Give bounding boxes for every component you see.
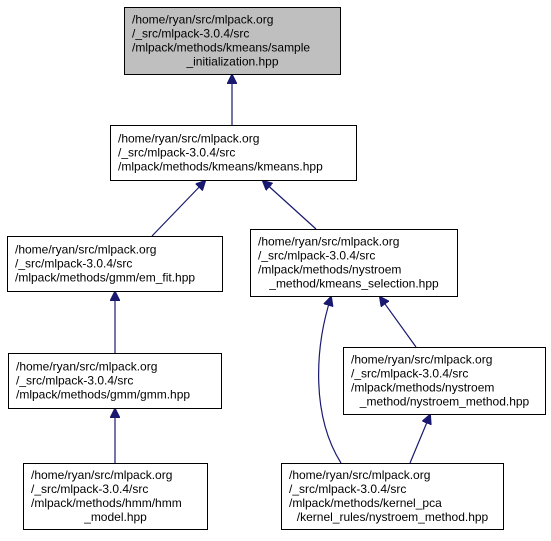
edge-kernel_rules_nystroem-to-nystroem_method [409,415,430,464]
node-em-fit[interactable]: /home/ryan/src/mlpack.org/_src/mlpack-3.… [7,236,223,292]
node-kmeans[interactable]: /home/ryan/src/mlpack.org/_src/mlpack-3.… [110,125,357,181]
node-label-line: /_src/mlpack-3.0.4/src [31,482,148,496]
node-label-line: /home/ryan/src/mlpack.org [16,360,157,374]
node-hmm-model[interactable]: /home/ryan/src/mlpack.org/_src/mlpack-3.… [23,463,208,530]
node-label-line: /mlpack/methods/kernel_pca [289,496,442,510]
node-sample-initialization: /home/ryan/src/mlpack.org/_src/mlpack-3.… [124,7,341,75]
node-label-line: /mlpack/methods/kmeans/kmeans.hpp [118,160,323,174]
node-label-line: /mlpack/methods/kmeans/sample [132,41,310,55]
node-label-line: /mlpack/methods/gmm/em_fit.hpp [15,271,195,285]
node-box [281,463,504,530]
node-box [8,353,222,409]
node-label-line: /home/ryan/src/mlpack.org [118,132,259,146]
node-box [23,463,208,530]
node-box [110,125,357,181]
node-label-line: _initialization.hpp [185,55,278,69]
node-label-line: _model.hpp [83,510,147,524]
node-gmm[interactable]: /home/ryan/src/mlpack.org/_src/mlpack-3.… [8,353,222,409]
node-label-line: /home/ryan/src/mlpack.org [15,243,156,257]
edge-nystroem_method-to-kmeans_selection [380,297,417,348]
node-label-line: /kernel_rules/nystroem_method.hpp [297,510,489,524]
node-box [124,7,341,75]
node-label-line: /_src/mlpack-3.0.4/src [15,257,132,271]
node-label-line: /_src/mlpack-3.0.4/src [289,482,406,496]
node-label-line: /mlpack/methods/hmm/hmm [31,496,182,510]
node-nystroem-method[interactable]: /home/ryan/src/mlpack.org/_src/mlpack-3.… [343,347,546,415]
node-label-line: /home/ryan/src/mlpack.org [132,13,273,27]
edge-em_fit-to-kmeans [151,181,205,237]
node-label-line: /home/ryan/src/mlpack.org [289,468,430,482]
node-label-line: /_src/mlpack-3.0.4/src [16,374,133,388]
node-label-line: _method/kmeans_selection.hpp [268,277,439,291]
node-label-line: /mlpack/methods/nystroem [351,381,494,395]
node-label-line: _method/nystroem_method.hpp [359,395,530,409]
node-label-line: /home/ryan/src/mlpack.org [31,468,172,482]
node-label-line: /_src/mlpack-3.0.4/src [258,249,375,263]
edge-kmeans_selection-to-kmeans [263,181,317,230]
node-label-line: /home/ryan/src/mlpack.org [351,353,492,367]
node-label-line: /_src/mlpack-3.0.4/src [351,367,468,381]
edge-kernel_rules_nystroem-to-kmeans_selection [318,297,342,464]
node-kmeans-selection[interactable]: /home/ryan/src/mlpack.org/_src/mlpack-3.… [250,229,458,297]
node-label-line: /mlpack/methods/nystroem [258,263,401,277]
edges-layer [115,75,430,464]
node-label-line: /home/ryan/src/mlpack.org [258,235,399,249]
node-label-line: /_src/mlpack-3.0.4/src [118,146,235,160]
node-label-line: /_src/mlpack-3.0.4/src [132,27,249,41]
node-label-line: /mlpack/methods/gmm/gmm.hpp [16,388,190,402]
nodes-layer: /home/ryan/src/mlpack.org/_src/mlpack-3.… [7,7,546,530]
node-box [7,236,223,292]
node-kernel-rules-nystroem[interactable]: /home/ryan/src/mlpack.org/_src/mlpack-3.… [281,463,504,530]
node-box [343,347,546,415]
node-box [250,229,458,297]
